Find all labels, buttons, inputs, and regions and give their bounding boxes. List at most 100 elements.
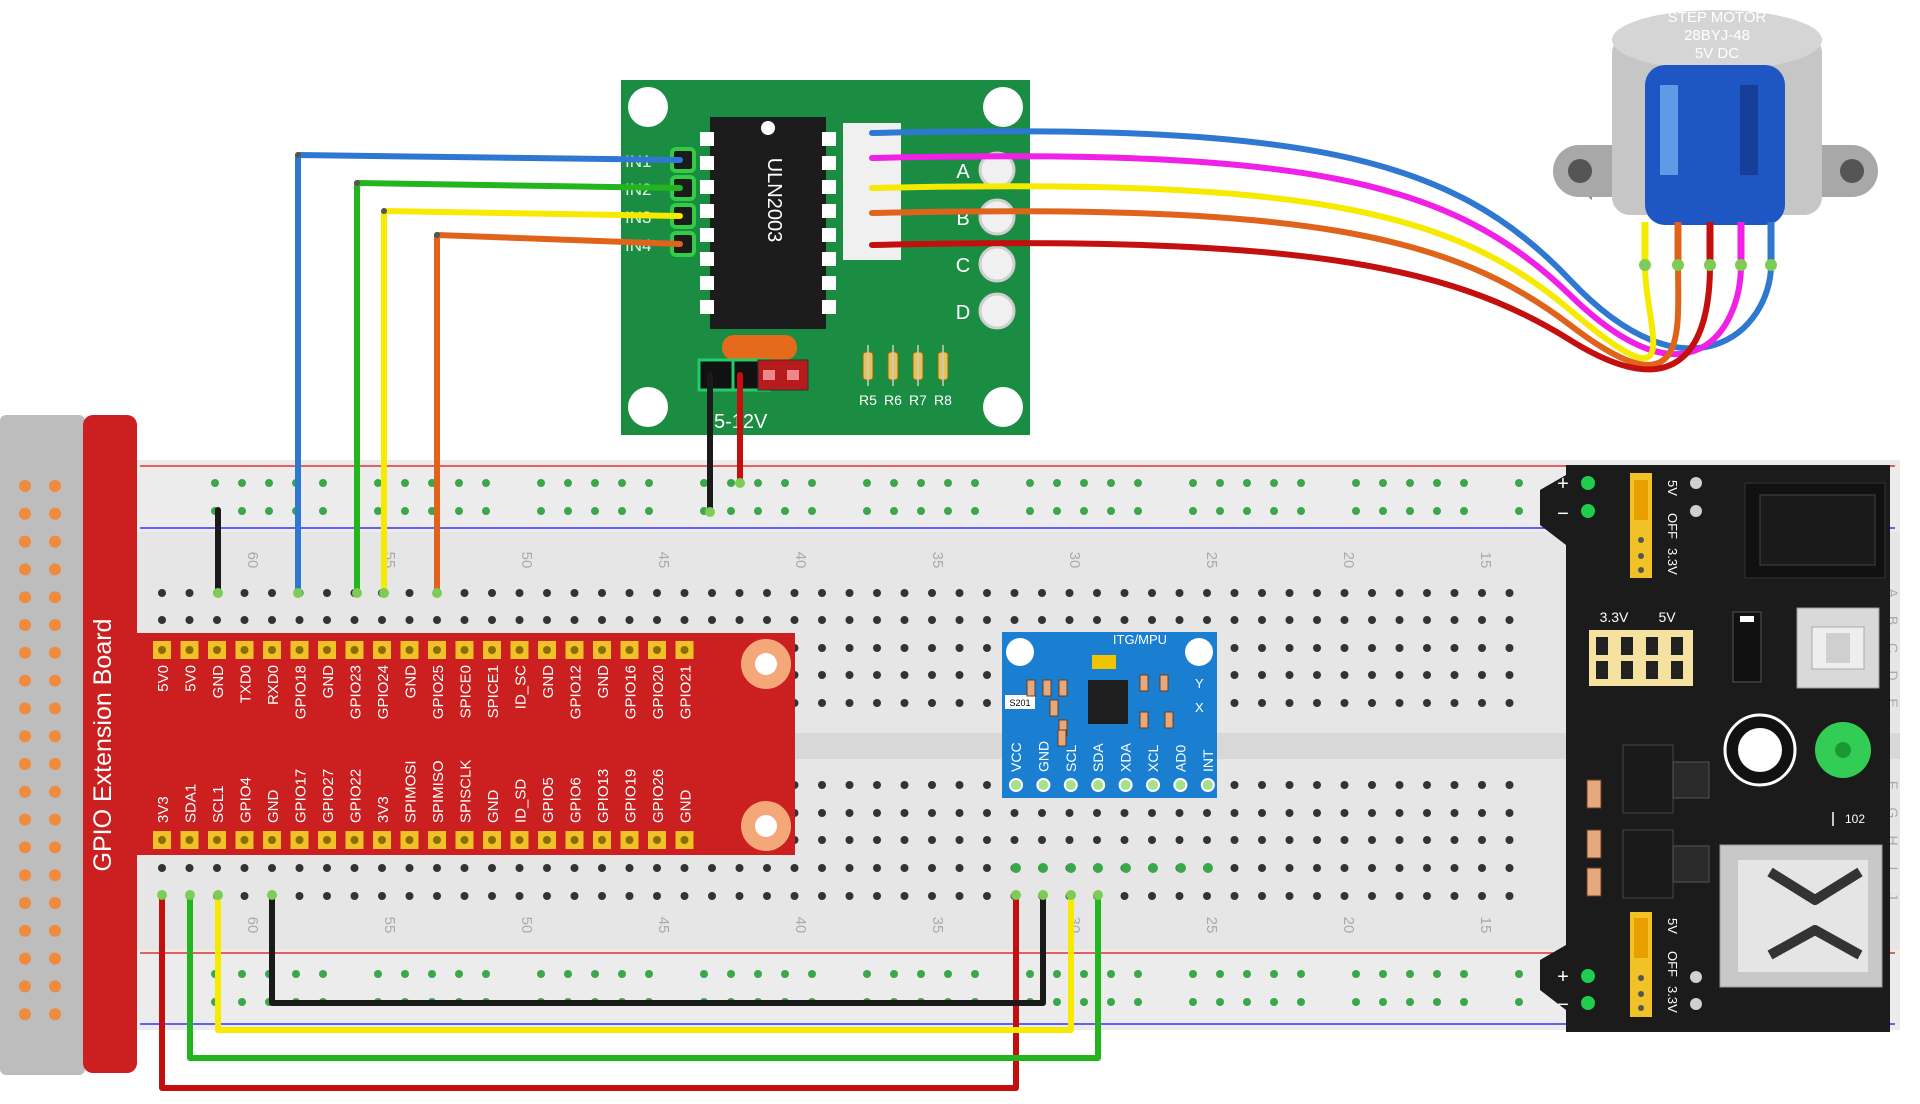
wire-motor-lead	[869, 128, 1774, 352]
column-number: 40	[792, 552, 809, 569]
gpio-top-pin-label: GPIO16	[623, 665, 640, 719]
resistor-label: R7	[909, 392, 927, 408]
mpu-title: ITG/MPU	[1113, 632, 1167, 647]
wire-mpu-gnd	[269, 892, 1046, 1006]
column-number: 40	[792, 917, 809, 934]
gpio-top-pin-label: GPIO18	[293, 665, 310, 719]
wire-motor-lead	[869, 240, 1713, 373]
gpio-bottom-pin-label: 3V3	[375, 796, 392, 823]
column-number: 60	[244, 552, 261, 569]
motor-label-2: 28BYJ-48	[1684, 27, 1750, 44]
motor-label-1: STEP MOTOR	[1668, 9, 1767, 26]
row-letter: A	[1885, 588, 1901, 598]
row-letter: C	[1885, 643, 1901, 653]
jumper-bottom-3v3: 3.3V	[1665, 986, 1680, 1013]
gpio-bottom-pin-label: GPIO6	[568, 777, 585, 823]
jumper-bottom-5v: 5V	[1665, 918, 1680, 934]
gpio-bottom-pin-label: GND	[485, 790, 502, 824]
jumper-bottom-off: OFF	[1665, 951, 1680, 977]
wire-motor-lead	[869, 153, 1744, 358]
column-number: 35	[929, 552, 946, 569]
power-minus-top: −	[1557, 503, 1569, 525]
row-letter: G	[1885, 807, 1901, 818]
column-number: 35	[929, 917, 946, 934]
jumper-top-3v3: 3.3V	[1665, 548, 1680, 575]
gpio-top-pin-label: ID_SC	[513, 665, 530, 709]
wire-motor-lead	[869, 183, 1657, 362]
gpio-bottom-pin-label: GPIO27	[320, 769, 337, 823]
gpio-bottom-pin-label: SCL1	[210, 785, 227, 823]
gpio-bottom-pin-label: GPIO4	[238, 777, 255, 823]
row-letter: I	[1885, 866, 1901, 870]
gpio-top-pin-label: TXD0	[238, 665, 255, 703]
wires	[157, 128, 1777, 1091]
row-letter: J	[1885, 893, 1901, 900]
column-number: 25	[1203, 917, 1220, 934]
gpio-bottom-pin-label: GPIO5	[540, 777, 557, 823]
ribbon-header	[0, 415, 85, 1075]
gpio-top-pin-label: GND	[210, 665, 227, 699]
gpio-bottom-pin-label: GPIO22	[348, 769, 365, 823]
gpio-top-pin-label: GND	[595, 665, 612, 699]
row-letter: F	[1885, 781, 1901, 790]
row-letter: H	[1885, 836, 1901, 846]
mpu-pin-label: SCL	[1063, 745, 1079, 772]
mpu-pin-label: GND	[1035, 741, 1051, 772]
jumper-top-off: OFF	[1665, 513, 1680, 539]
gpio-bottom-pin-label: SPIMISO	[430, 760, 447, 823]
gpio-top-pin-label: GPIO24	[375, 665, 392, 719]
gpio-board-body	[135, 633, 795, 855]
mpu-pin-label: XCL	[1145, 745, 1161, 772]
gpio-bottom-pin-label: 3V3	[155, 796, 172, 823]
gpio-top-pin-label: RXD0	[265, 665, 282, 705]
gpio-top-pin-label: GND	[403, 665, 420, 699]
gpio-top-pin-label: SPICE1	[485, 665, 502, 718]
power-plus-top: +	[1557, 473, 1569, 495]
label-5v: 5V	[1658, 609, 1676, 625]
regulator-2	[1622, 829, 1674, 899]
row-letters: A B C D E F G H I J	[1885, 588, 1901, 899]
gpio-top-pin-label: 5V0	[183, 665, 200, 692]
column-number: 55	[381, 917, 398, 934]
row-letter: B	[1885, 616, 1901, 625]
power-module-code: 102	[1845, 812, 1865, 826]
gpio-bottom-pin-label: GPIO17	[293, 769, 310, 823]
column-number: 50	[518, 552, 535, 569]
gpio-top-pin-label: GND	[540, 665, 557, 699]
column-number: 15	[1477, 917, 1494, 934]
gpio-top-pin-label: SPICE0	[458, 665, 475, 718]
column-number: 50	[518, 917, 535, 934]
mpu-capacitor	[1092, 655, 1116, 669]
gpio-top-pin-label: GPIO21	[678, 665, 695, 719]
mpu-pin-label: VCC	[1008, 742, 1024, 772]
motor-label-3: 5V DC	[1695, 45, 1739, 62]
column-number: 45	[655, 552, 672, 569]
wire-motor-lead	[869, 208, 1682, 368]
regulator-1	[1622, 744, 1674, 814]
gpio-bottom-pin-label: ID_SD	[513, 779, 530, 823]
mpu-chip-label: S201	[1009, 698, 1030, 708]
wire-mpu-sda	[187, 892, 1101, 1061]
row-letter: D	[1885, 670, 1901, 680]
gpio-bottom-pin-label: GPIO19	[623, 769, 640, 823]
gpio-top-pin-label: GND	[320, 665, 337, 699]
gpio-bottom-pin-label: GPIO13	[595, 769, 612, 823]
stepper-motor: STEP MOTOR 28BYJ-48 5V DC	[1553, 9, 1878, 225]
column-number: 15	[1477, 552, 1494, 569]
gpio-top-pin-label: GPIO12	[568, 665, 585, 719]
column-number: 20	[1340, 552, 1357, 569]
column-number: 25	[1203, 552, 1220, 569]
power-pin-gnd	[697, 358, 737, 392]
gpio-bottom-pin-label: SPIMOSI	[403, 760, 420, 823]
ribbon-pins	[19, 480, 61, 1021]
row-letter: E	[1885, 698, 1901, 707]
led-label: A	[956, 161, 970, 183]
gpio-bottom-pin-label: SPISCLK	[458, 760, 475, 823]
resistor-label: R8	[934, 392, 952, 408]
resistor-label: R6	[884, 392, 902, 408]
breadboard-power-module: + − + − 5V OFF 3.3V 5V OFF 3.3V 3.3V 5V	[1540, 465, 1890, 1032]
